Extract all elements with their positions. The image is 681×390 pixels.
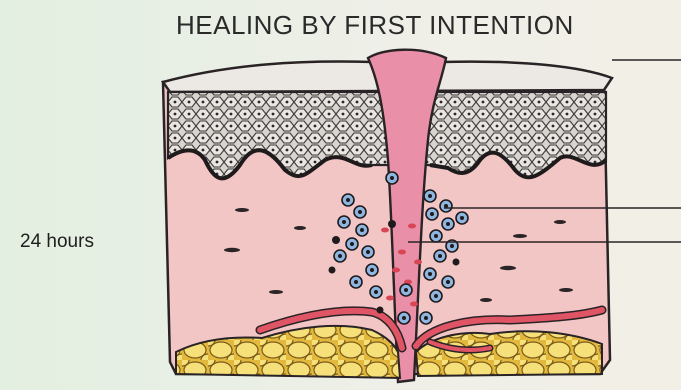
figure-title: HEALING BY FIRST INTENTION — [176, 10, 574, 41]
fat-layer-right — [416, 331, 602, 376]
stage-label: 24 hours — [20, 231, 94, 253]
